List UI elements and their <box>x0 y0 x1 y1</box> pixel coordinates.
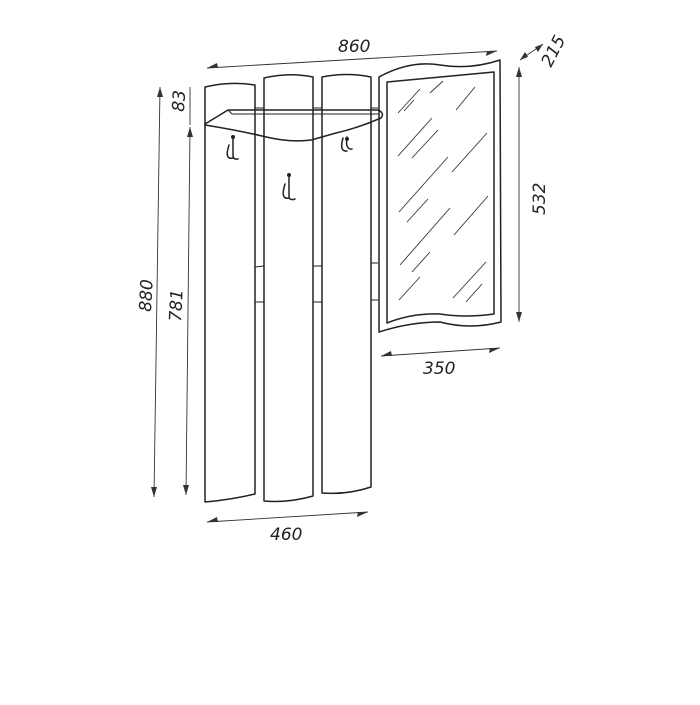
dimension-label-mirror-height: 532 <box>530 183 550 215</box>
hook-right <box>340 136 353 152</box>
dimension-mirror-height: 532 <box>516 67 550 322</box>
dimension-label-overall-width: 860 <box>338 37 370 57</box>
panel-right <box>321 73 372 495</box>
back-rails <box>254 107 378 303</box>
hook-middle <box>282 173 296 201</box>
dimension-panel-height: 781 <box>166 126 193 496</box>
dimension-hanger-width: 460 <box>206 511 369 545</box>
dimension-label-top-offset: 83 <box>169 90 190 113</box>
mirror <box>378 59 502 333</box>
hanger-unit <box>204 73 384 503</box>
shelf <box>204 109 384 142</box>
dimension-depth: 215 <box>519 32 571 70</box>
dimension-label-depth: 215 <box>538 32 571 70</box>
dimension-label-overall-height: 880 <box>136 279 158 312</box>
mirror-frame <box>378 59 502 333</box>
panel-left <box>204 82 256 503</box>
hook-left <box>226 135 239 160</box>
dimension-label-hanger-width: 460 <box>270 525 302 545</box>
dimension-label-mirror-width: 350 <box>423 359 455 379</box>
mirror-glare-lines <box>397 80 489 303</box>
dimension-mirror-width: 350 <box>380 347 501 379</box>
dimension-label-panel-height: 781 <box>166 289 188 322</box>
mirror-glass <box>386 71 495 324</box>
dimension-top-offset: 83 <box>169 87 191 125</box>
dimension-overall-height: 880 <box>136 86 163 498</box>
dimension-overall-width: 860 <box>206 37 498 69</box>
panel-middle <box>263 74 314 503</box>
